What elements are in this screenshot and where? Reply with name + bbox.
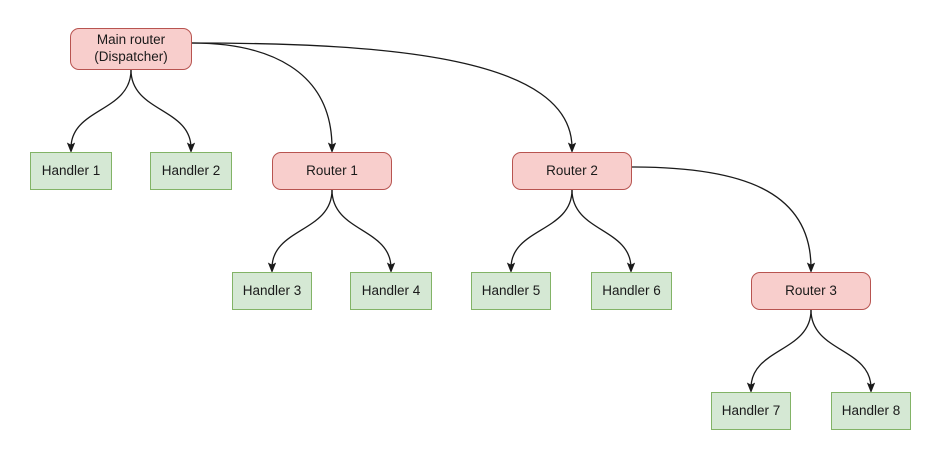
node-handler-5[interactable]: Handler 5 (471, 272, 551, 310)
node-router-2[interactable]: Router 2 (512, 152, 632, 190)
node-handler-1[interactable]: Handler 1 (30, 152, 112, 190)
edge-main-to-router-1 (191, 42, 337, 153)
edge-router-3-to-handler-8 (810, 309, 876, 393)
node-handler-3[interactable]: Handler 3 (232, 272, 312, 310)
node-handler-7[interactable]: Handler 7 (711, 392, 791, 430)
node-label: Handler 1 (41, 162, 101, 178)
edge-router-1-to-handler-3 (267, 189, 333, 273)
node-label: Router 3 (785, 282, 837, 298)
edge-main-to-router-2 (191, 42, 577, 153)
edge-router-2-to-handler-6 (571, 189, 636, 273)
node-label: Handler 2 (161, 162, 221, 178)
edge-router-1-to-handler-4 (331, 189, 396, 273)
node-router-1[interactable]: Router 1 (272, 152, 392, 190)
node-label: Router 1 (306, 162, 358, 178)
node-label: Router 2 (546, 162, 598, 178)
node-label: Handler 7 (721, 402, 781, 418)
edge-router-2-to-handler-5 (506, 189, 573, 273)
node-label: Handler 5 (481, 282, 541, 298)
node-main-router[interactable]: Main router (Dispatcher) (70, 28, 192, 70)
node-label: Handler 3 (242, 282, 302, 298)
node-handler-4[interactable]: Handler 4 (350, 272, 432, 310)
edge-router-3-to-handler-7 (746, 309, 812, 393)
node-handler-8[interactable]: Handler 8 (831, 392, 911, 430)
node-label: Handler 6 (602, 282, 661, 298)
edge-main-to-handler-1 (66, 69, 132, 153)
node-handler-2[interactable]: Handler 2 (150, 152, 232, 190)
node-label: Handler 4 (361, 282, 421, 298)
edge-router-2-to-router-3 (631, 166, 816, 273)
node-label: Main router (Dispatcher) (94, 32, 168, 64)
node-label: Handler 8 (841, 402, 901, 418)
node-router-3[interactable]: Router 3 (751, 272, 871, 310)
node-handler-6[interactable]: Handler 6 (591, 272, 672, 310)
edge-main-to-handler-2 (130, 69, 196, 153)
